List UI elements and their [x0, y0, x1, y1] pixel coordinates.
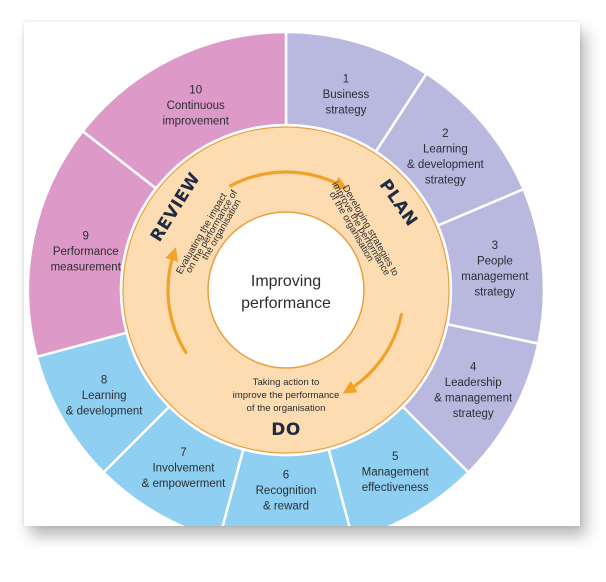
segment-10-label-line-2: improvement: [162, 115, 229, 127]
arrow-do-to-review: [165, 247, 188, 355]
segment-6-label-line-1: Recognition: [256, 485, 317, 497]
segment-2-label-line-2: & development: [407, 159, 485, 171]
segment-6: [221, 447, 351, 526]
segment-10: [80, 30, 288, 191]
segment-4-number: 4: [470, 361, 477, 373]
segment-1-number: 1: [343, 73, 349, 85]
arrow-plan-to-do: [342, 312, 404, 394]
phase-do-desc-line-1: Taking action to: [253, 377, 320, 388]
segment-8-label-line-1: Learning: [82, 390, 127, 402]
segment-3-number: 3: [492, 240, 498, 252]
center-title-line-1: Improving: [251, 273, 321, 290]
segment-10-number: 10: [189, 84, 202, 96]
segment-5-label-line-2: effectiveness: [362, 482, 429, 494]
segment-1-label-line-2: strategy: [325, 104, 366, 116]
segment-9-label-line-1: Performance: [53, 246, 119, 258]
segment-8-label-line-2: & development: [66, 406, 144, 418]
segment-5: [327, 404, 471, 526]
segment-10-label-line-1: Continuous: [167, 100, 225, 112]
arrow-review-to-plan: [229, 170, 348, 189]
segment-4-label-line-2: & management: [434, 392, 513, 404]
center-title-line-2: performance: [241, 295, 331, 312]
segment-3-label-line-1: People: [477, 255, 513, 267]
segment-4-label-line-3: strategy: [453, 408, 494, 420]
segment-8-number: 8: [101, 375, 107, 387]
phase-do-desc-line-2: improve the performance: [233, 390, 340, 401]
segment-3-label-line-3: strategy: [474, 286, 515, 298]
segment-6-number: 6: [283, 470, 289, 482]
segment-5-label-line-1: Management: [362, 467, 430, 479]
segment-2-label-line-3: strategy: [425, 175, 466, 187]
segment-9-label-line-2: measurement: [51, 262, 122, 274]
center-circle: [207, 211, 365, 369]
segment-7-label-line-1: Involvement: [152, 463, 215, 475]
segment-7-label-line-2: & empowerment: [142, 478, 227, 490]
segment-4-label-line-1: Leadership: [445, 377, 502, 389]
segment-5-number: 5: [392, 451, 398, 463]
cycle-arrows: [165, 170, 404, 394]
segment-7-number: 7: [180, 447, 186, 459]
phase-do-desc-line-3: of the organisation: [247, 403, 326, 414]
segment-3-label-line-2: management: [461, 271, 529, 283]
segment-1-label-line-1: Business: [323, 89, 370, 101]
phase-do-label: DO: [271, 420, 301, 440]
segment-2-label-line-1: Learning: [423, 144, 468, 156]
segment-2-number: 2: [442, 128, 448, 140]
segment-6-label-line-2: & reward: [263, 501, 309, 513]
segment-9-number: 9: [83, 231, 89, 243]
